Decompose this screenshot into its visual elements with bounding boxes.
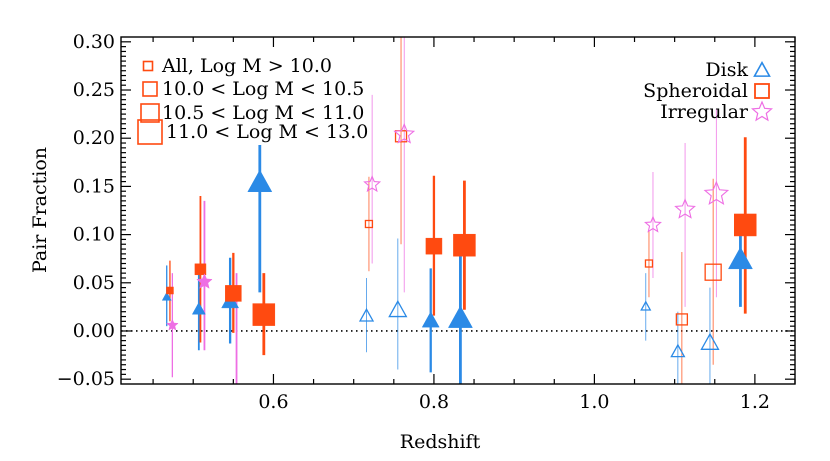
marker-layer — [161, 122, 757, 358]
spheroidal-point-2 — [194, 263, 207, 276]
legend-mass-symbol-1 — [142, 60, 154, 72]
legend-mass-label-3: 10.5 < Log M < 11.0 — [162, 102, 364, 124]
irregular-point-7 — [674, 198, 696, 219]
x-axis-title: Redshift — [400, 431, 481, 453]
y-tick-label-7: 0.25 — [73, 79, 115, 101]
legend-disk-triangle-icon — [753, 60, 771, 77]
spheroidal-point-7 — [425, 237, 443, 255]
legend-mass-label-4: 11.0 < Log M < 13.0 — [166, 121, 368, 143]
irregular-point-4 — [363, 175, 382, 193]
y-tick-label-2: 0.00 — [73, 320, 115, 342]
disk-point-8 — [447, 305, 473, 328]
y-tick-label-1: −0.05 — [57, 368, 115, 390]
spheroidal-point-11 — [704, 263, 722, 281]
disk-point-1 — [161, 291, 172, 301]
y-tick-label-5: 0.15 — [73, 175, 115, 197]
disk-point-4 — [247, 169, 273, 192]
irregular-point-1 — [166, 318, 179, 331]
legend-mass-symbol-4 — [137, 119, 163, 145]
disk-point-12 — [728, 246, 753, 270]
x-tick-label-2: 0.8 — [419, 391, 449, 413]
y-tick-label-8: 0.30 — [73, 31, 115, 53]
irregular-point-6 — [644, 215, 662, 233]
disk-point-6 — [388, 299, 408, 318]
legend-mass-label-2: 10.0 < Log M < 10.5 — [162, 78, 364, 100]
disk-point-2 — [191, 302, 206, 315]
spheroidal-point-9 — [644, 259, 654, 268]
spheroidal-point-3 — [225, 285, 242, 302]
irregular-point-8 — [703, 180, 730, 205]
y-tick-label-3: 0.05 — [73, 272, 115, 294]
x-tick-label-3: 1.0 — [579, 391, 609, 413]
spheroidal-point-12 — [734, 213, 757, 237]
legend-irregular-star-icon — [751, 100, 773, 122]
irregular-point-5 — [393, 122, 416, 144]
x-tick-label-4: 1.2 — [740, 391, 770, 413]
y-tick-label-6: 0.20 — [73, 127, 115, 149]
irregular-point-2 — [196, 273, 213, 289]
axis-layer: 0.6 0.8 1.0 1.2 −0.05 0.00 0.05 0.10 0.15 0.20 0.2… — [57, 31, 796, 413]
disk-point-9 — [640, 300, 652, 311]
legend-mass-symbol-3 — [140, 103, 160, 123]
legend-mass-label-1: All, Log M > 10.0 — [161, 55, 332, 77]
disk-point-7 — [421, 311, 440, 328]
spheroidal-point-10 — [675, 313, 689, 326]
x-tick-label-1: 0.6 — [258, 391, 288, 413]
spheroidal-point-4 — [252, 303, 276, 326]
disk-point-10 — [670, 343, 686, 358]
legend-type-label-3: Irregular — [660, 101, 749, 123]
legend-type-label-2: Spheroidal — [643, 80, 748, 102]
spheroidal-point-1 — [166, 286, 174, 295]
legend-mass-symbol-2 — [142, 81, 158, 97]
legend-layer: All, Log M > 10.010.0 < Log M < 10.510.5… — [137, 55, 773, 145]
y-axis-title: Pair Fraction — [29, 147, 51, 273]
legend-spheroidal-square-icon — [754, 83, 770, 99]
disk-point-5 — [358, 307, 375, 322]
spheroidal-point-8 — [453, 233, 476, 257]
legend-type-label-1: Disk — [705, 59, 748, 81]
y-tick-label-4: 0.10 — [73, 224, 115, 246]
spheroidal-point-5 — [364, 219, 374, 229]
disk-point-11 — [700, 332, 720, 350]
